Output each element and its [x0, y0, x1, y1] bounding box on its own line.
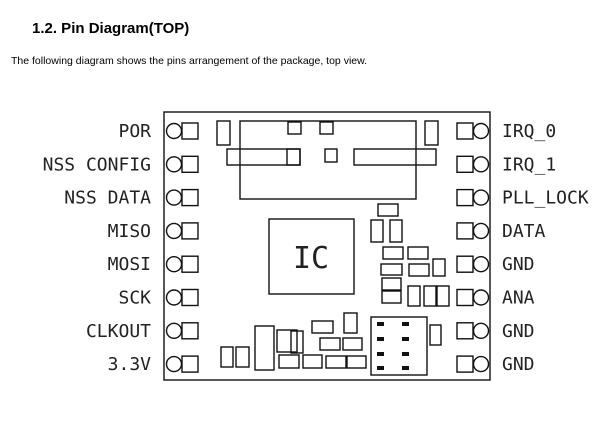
right-pin-3	[456, 188, 490, 207]
right-pin-1	[456, 122, 490, 140]
ic-chip	[268, 218, 355, 295]
section-description: The following diagram shows the pins arr…	[11, 55, 368, 67]
left-pin-label: MISO	[108, 221, 151, 242]
left-pin-column: POR NSS CONFIG NSS DATA MISO MOSI SCK CLKOUT 3.…	[43, 121, 199, 375]
left-pin-label: 3.3V	[108, 354, 152, 375]
right-pin-label: GND	[502, 354, 535, 375]
left-pin-3	[165, 188, 199, 207]
left-pin-5	[165, 255, 199, 273]
shield-area	[239, 120, 417, 200]
module-outline	[163, 111, 491, 381]
left-pin-1	[165, 122, 199, 140]
left-pin-label: POR	[118, 121, 151, 142]
right-pin-label: GND	[502, 321, 535, 342]
left-pin-7	[165, 322, 199, 340]
right-pin-5	[456, 255, 490, 273]
left-pin-label: CLKOUT	[86, 321, 151, 342]
right-pin-2	[456, 155, 490, 174]
left-pin-label: NSS DATA	[64, 188, 151, 209]
right-pin-label: IRQ_0	[502, 121, 556, 142]
left-pin-8	[165, 355, 199, 373]
section-heading: 1.2. Pin Diagram(TOP)	[32, 20, 190, 37]
right-pin-6	[456, 288, 490, 307]
right-pin-label: IRQ_1	[502, 154, 556, 175]
right-pin-label: DATA	[502, 221, 546, 242]
right-pin-label: PLL_LOCK	[502, 188, 589, 209]
left-pin-2	[165, 155, 199, 174]
left-pin-label: NSS CONFIG	[43, 154, 151, 175]
left-pin-4	[165, 222, 199, 240]
right-pin-4	[456, 222, 490, 240]
left-pin-label: MOSI	[108, 254, 151, 275]
right-pin-8	[456, 355, 490, 373]
right-pin-label: GND	[502, 254, 535, 275]
right-pin-7	[456, 322, 490, 340]
left-pin-6	[165, 288, 199, 307]
ic-label: IC	[293, 241, 329, 276]
left-pin-label: SCK	[118, 288, 151, 309]
right-pin-label: ANA	[502, 288, 535, 309]
